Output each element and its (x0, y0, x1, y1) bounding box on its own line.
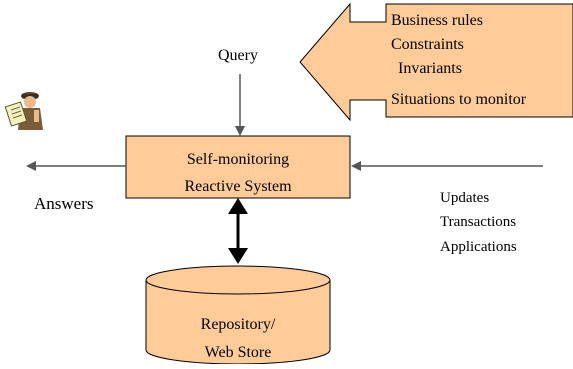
rules-callout: Business rules Constraints Invariants Si… (299, 2, 573, 122)
rules-line-4: Situations to monitor (391, 91, 527, 108)
repository-link-arrowhead-up (228, 198, 248, 214)
repository-cylinder: Repository/ Web Store (145, 265, 331, 365)
system-box-line-2: Reactive System (184, 178, 292, 195)
rules-callout-shape (299, 2, 573, 122)
inputs-line-3: Applications (440, 239, 517, 255)
repository-link-arrowhead-down (228, 248, 248, 264)
repository-line-2: Web Store (205, 344, 272, 361)
query-label: Query (218, 47, 258, 64)
rules-line-1: Business rules (391, 12, 483, 29)
answers-label: Answers (34, 194, 94, 213)
person-reading-icon (4, 92, 43, 130)
inputs-line-1: Updates (440, 190, 489, 206)
rules-line-3: Invariants (398, 60, 462, 77)
rules-line-2: Constraints (391, 36, 464, 53)
repository-top (145, 265, 331, 295)
repository-line-1: Repository/ (201, 316, 276, 333)
system-box-line-1: Self-monitoring (187, 151, 289, 168)
system-box: Self-monitoring Reactive System (125, 135, 351, 199)
inputs-line-2: Transactions (440, 214, 516, 230)
